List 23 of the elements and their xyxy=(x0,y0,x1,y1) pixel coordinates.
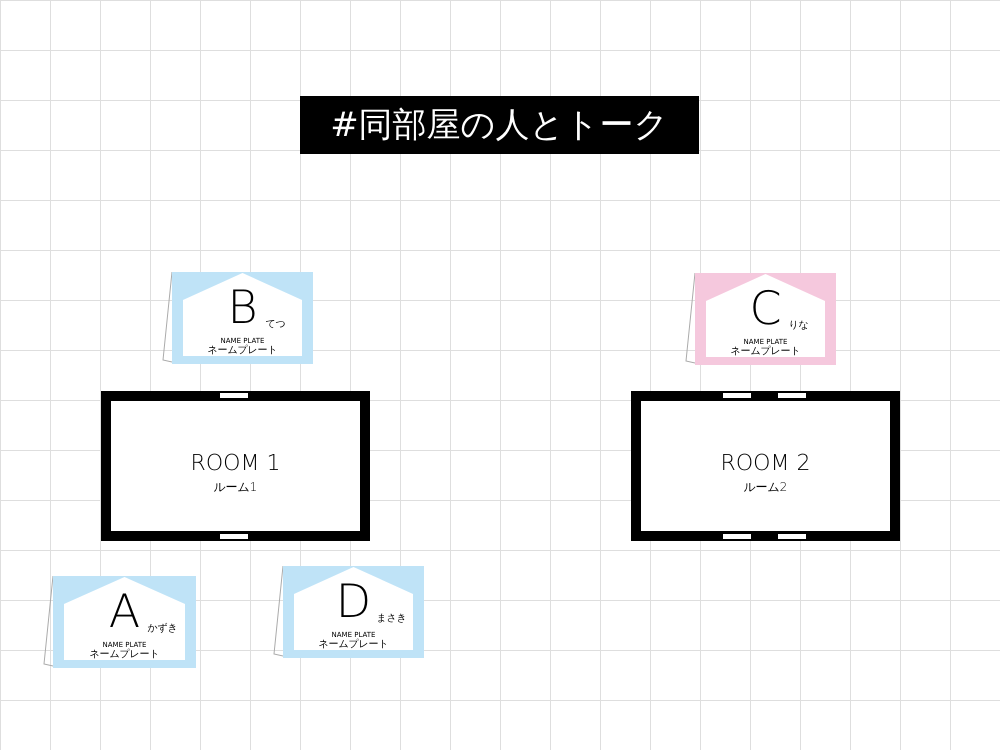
room-label: ROOM 2 xyxy=(720,453,810,475)
plate-label-kana: ネームプレート xyxy=(208,346,278,356)
title-banner: #同部屋の人とトーク xyxy=(300,96,699,154)
plate-label-kana: ネームプレート xyxy=(90,650,160,660)
initial-letter: C xyxy=(749,285,782,331)
name-plate xyxy=(43,576,196,668)
name-plate xyxy=(685,273,836,365)
handwritten-name: かずき xyxy=(148,624,178,634)
room-floor-plan xyxy=(631,391,900,541)
plate-label-kana: ネームプレート xyxy=(730,347,800,357)
room-label-kana: ルーム2 xyxy=(744,481,788,493)
name-plate xyxy=(162,272,313,364)
initial-letter: A xyxy=(108,588,140,634)
room-label: ROOM 1 xyxy=(190,453,280,475)
initial-letter: D xyxy=(336,578,372,624)
handwritten-name: りな xyxy=(788,321,808,331)
name-plate xyxy=(273,566,424,658)
handwritten-name: てつ xyxy=(266,320,286,330)
room-floor-plan xyxy=(101,391,370,541)
room-label-kana: ルーム1 xyxy=(214,481,258,493)
initial-letter: B xyxy=(227,284,258,330)
plate-label-kana: ネームプレート xyxy=(318,640,388,650)
handwritten-name: まさき xyxy=(376,614,406,624)
